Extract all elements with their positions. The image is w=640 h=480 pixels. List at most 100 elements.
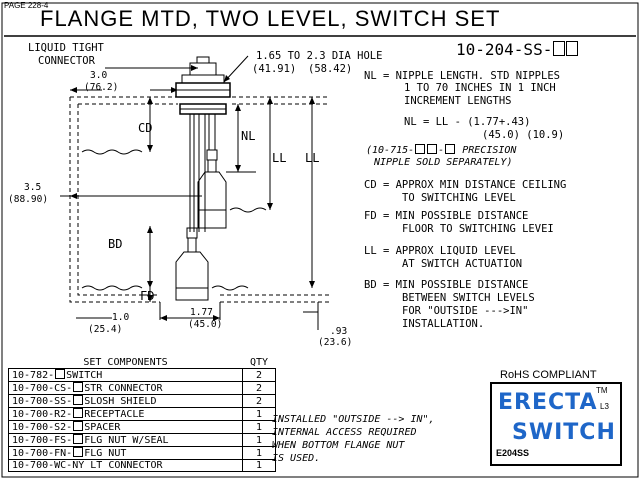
dim-3-5: 3.5 xyxy=(24,182,42,193)
install-note-4: IS USED. xyxy=(272,453,321,464)
precision-box-1 xyxy=(415,144,426,154)
label-nl: NL xyxy=(241,129,256,143)
note-formula-1: NL = LL - (1.77+.43) xyxy=(404,116,531,128)
part-variant-box xyxy=(73,421,84,431)
component-cell: 10-700-R2- RECEPTACLE xyxy=(8,407,243,421)
component-part: 10-700-FS- xyxy=(12,435,73,446)
erecta-switch-logo: TM L3 ERECTA SWITCH E204SS xyxy=(490,382,622,466)
note-cd-1: CD = APPROX MIN DISTANCE CEILING xyxy=(364,179,567,191)
note-nl-1: NL = NIPPLE LENGTH. STD NIPPLES xyxy=(364,70,560,82)
note-precision-a: (10-715- xyxy=(366,145,415,156)
precision-box-3 xyxy=(445,144,456,154)
component-part: 10-782- xyxy=(12,370,55,381)
note-precision-c: PRECISION xyxy=(462,145,517,156)
component-desc: SWITCH xyxy=(66,370,103,381)
qty-cell: 1 xyxy=(242,446,276,460)
page-label: PAGE 228-4 xyxy=(4,1,49,10)
component-cell: 10-700-S2-SPACER xyxy=(8,420,243,434)
component-cell: 10-700-FN- FLG NUT xyxy=(8,446,243,460)
part-box-2 xyxy=(566,41,579,56)
table-row: 10-700-CS- STR CONNECTOR 2 xyxy=(8,381,276,395)
dim-1-77-mm: (45.0) xyxy=(188,319,223,330)
component-part: 10-700-S2- xyxy=(12,422,73,433)
note-bd-3: FOR "OUTSIDE --->IN" xyxy=(402,305,529,317)
set-components-header: SET COMPONENTS xyxy=(8,356,243,369)
logo-switch: SWITCH xyxy=(512,420,616,445)
note-nl-2: 1 TO 70 INCHES IN 1 INCH xyxy=(404,82,556,94)
callout-liquid-tight: LIQUID TIGHT xyxy=(28,42,104,54)
qty-cell: 2 xyxy=(242,394,276,408)
qty-header: QTY xyxy=(242,356,276,369)
note-formula-2: (45.0) (10.9) xyxy=(482,129,565,141)
dim-1-0: 1.0 xyxy=(112,312,130,323)
note-bd-2: BETWEEN SWITCH LEVELS xyxy=(402,292,535,304)
dim-3-0-mm: (76.2) xyxy=(84,82,119,93)
note-precision-b: - xyxy=(438,145,445,156)
l3-mark: L3 xyxy=(600,402,609,411)
part-number: 10-204-SS- xyxy=(456,40,579,59)
note-fd-1: FD = MIN POSSIBLE DISTANCE xyxy=(364,210,529,222)
table-row: 10-782- SWITCH 2 xyxy=(8,368,276,382)
dim-93-mm: (23.6) xyxy=(318,337,353,348)
logo-code: E204SS xyxy=(496,448,530,458)
table-row: 10-700-FN- FLG NUT 1 xyxy=(8,446,276,460)
dim-3-0: 3.0 xyxy=(90,70,108,81)
label-cd: CD xyxy=(138,121,153,135)
qty-cell: 2 xyxy=(242,381,276,395)
note-fd-2: FLOOR TO SWITCHING LEVEI xyxy=(402,223,554,235)
component-part: 10-700-FN- xyxy=(12,448,73,459)
callout-hole-mm1: (41.91) xyxy=(252,63,297,75)
component-cell: 10-700-SS-SLOSH SHIELD xyxy=(8,394,243,408)
trademark-mark: TM xyxy=(596,386,608,395)
note-ll-2: AT SWITCH ACTUATION xyxy=(402,258,523,270)
label-ll-2: LL xyxy=(305,151,320,165)
qty-cell: 2 xyxy=(242,368,276,382)
note-cd-2: TO SWITCHING LEVEL xyxy=(402,192,516,204)
component-cell: 10-700-WC-NY LT CONNECTOR xyxy=(8,459,243,472)
part-box-1 xyxy=(553,41,566,56)
label-fd: FD xyxy=(140,289,155,303)
callout-hole-mm2: (58.42) xyxy=(308,63,353,75)
note-precision: (10-715- - PRECISION xyxy=(366,144,516,156)
note-bd-4: INSTALLATION. xyxy=(402,318,485,330)
note-precision-2: NIPPLE SOLD SEPARATELY) xyxy=(374,157,513,168)
install-note-2: INTERNAL ACCESS REQUIRED xyxy=(272,427,417,438)
dim-93: .93 xyxy=(330,326,348,337)
callout-connector: CONNECTOR xyxy=(38,55,95,67)
component-cell: 10-700-FS-FLG NUT W/SEAL xyxy=(8,433,243,447)
component-part: 10-700-R2- xyxy=(12,409,73,420)
component-desc: STR CONNECTOR xyxy=(84,383,163,394)
part-variant-box xyxy=(73,434,84,444)
component-desc: LT CONNECTOR xyxy=(90,460,163,471)
component-cell: 10-700-CS- STR CONNECTOR xyxy=(8,381,243,395)
part-variant-box xyxy=(73,447,84,457)
note-bd-1: BD = MIN POSSIBLE DISTANCE xyxy=(364,279,529,291)
logo-erecta: ERECTA xyxy=(498,390,598,415)
label-bd: BD xyxy=(108,237,123,251)
table-header-row: SET COMPONENTS QTY xyxy=(8,356,276,369)
dim-1-77: 1.77 xyxy=(190,307,213,318)
callout-hole: 1.65 TO 2.3 DIA HOLE xyxy=(256,50,383,62)
rohs-label: RoHS COMPLIANT xyxy=(500,369,597,381)
part-variant-box xyxy=(73,408,84,418)
component-desc: RECEPTACLE xyxy=(84,409,145,420)
dim-1-0-mm: (25.4) xyxy=(88,324,123,335)
note-nl-3: INCREMENT LENGTHS xyxy=(404,95,512,107)
component-part: 10-700-SS- xyxy=(12,396,73,407)
page-title: FLANGE MTD, TWO LEVEL, SWITCH SET xyxy=(40,6,501,31)
part-number-text: 10-204-SS- xyxy=(456,40,553,59)
component-desc: FLG NUT xyxy=(84,448,127,459)
qty-cell: 1 xyxy=(242,420,276,434)
qty-cell: 1 xyxy=(242,459,276,472)
install-note-3: WHEN BOTTOM FLANGE NUT xyxy=(272,440,405,451)
set-components-table: SET COMPONENTS QTY 10-782- SWITCH 2 10-700… xyxy=(8,356,276,472)
part-variant-box xyxy=(73,382,84,392)
component-part: 10-700-CS- xyxy=(12,383,73,394)
label-ll-1: LL xyxy=(272,151,287,165)
